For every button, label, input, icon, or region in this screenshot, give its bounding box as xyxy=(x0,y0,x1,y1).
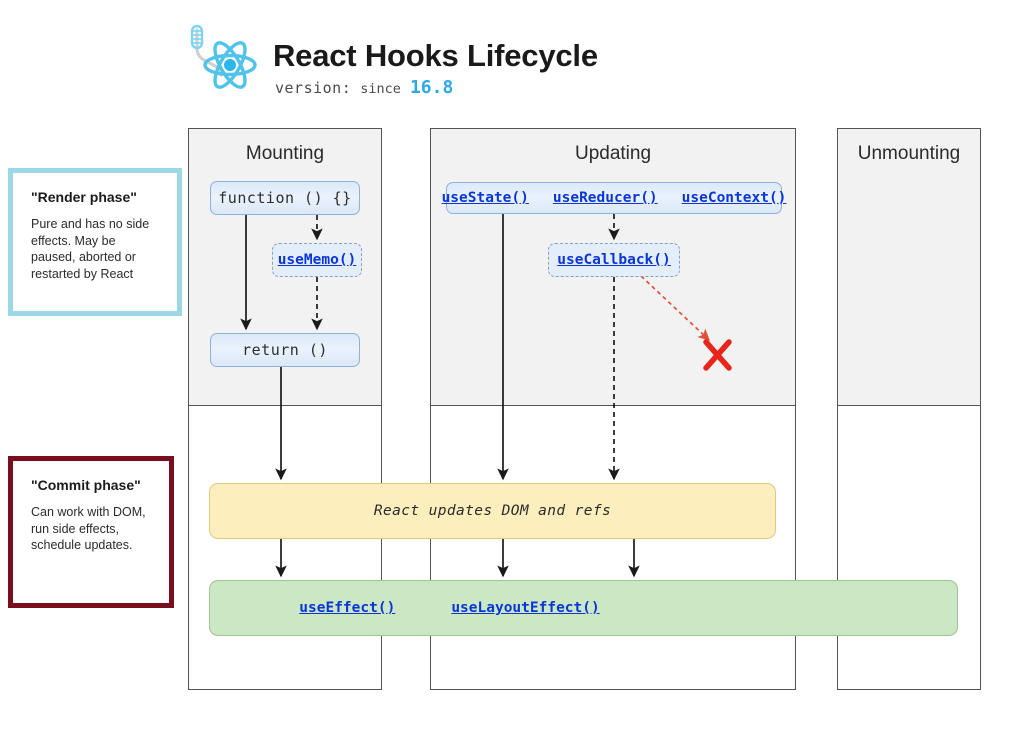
column-unmounting-title: Unmounting xyxy=(857,143,961,164)
node-function[interactable]: function () {} xyxy=(210,181,360,215)
usecallback-link[interactable]: useCallback() xyxy=(557,252,671,268)
usestate-link[interactable]: useState() xyxy=(441,190,529,206)
commit-phase-description: Can work with DOM, run side effects, sch… xyxy=(31,505,146,552)
node-state-hooks[interactable]: useState() useReducer() useContext() xyxy=(442,182,786,214)
node-function-label: function () {} xyxy=(218,189,352,207)
commit-phase-title: "Commit phase" xyxy=(31,477,141,493)
bar-effects: useEffect() useLayoutEffect() xyxy=(209,580,958,636)
bar-react-updates-dom-label: React updates DOM and refs xyxy=(373,503,612,519)
commit-phase-callout: "Commit phase" Can work with DOM, run si… xyxy=(8,456,174,608)
version-label: version: xyxy=(275,79,352,97)
render-phase-description: Pure and has no side effects. May be pau… xyxy=(31,217,150,281)
node-usecallback[interactable]: useCallback() xyxy=(548,243,680,277)
render-phase-title: "Render phase" xyxy=(31,189,137,205)
node-return-label: return () xyxy=(242,341,328,359)
uselayouteffect-link[interactable]: useLayoutEffect() xyxy=(451,600,600,616)
version-line: version: since 16.8 xyxy=(275,77,453,98)
column-mounting-title: Mounting xyxy=(245,143,325,164)
version-number: 16.8 xyxy=(409,77,454,98)
page-title: React Hooks Lifecycle xyxy=(273,38,598,73)
usecontext-link[interactable]: useContext() xyxy=(681,190,787,206)
node-usememo[interactable]: useMemo() xyxy=(272,243,362,277)
diagram-header: React Hooks Lifecycle version: since 16.… xyxy=(183,20,703,110)
column-unmounting-render-area: Unmounting xyxy=(837,128,981,406)
usememo-link[interactable]: useMemo() xyxy=(277,252,357,268)
useeffect-link[interactable]: useEffect() xyxy=(299,600,396,616)
version-since: since xyxy=(360,81,401,97)
column-updating-title: Updating xyxy=(574,143,652,164)
render-phase-callout: "Render phase" Pure and has no side effe… xyxy=(8,168,182,316)
react-hook-logo-icon xyxy=(183,22,271,102)
bar-react-updates-dom: React updates DOM and refs xyxy=(209,483,776,539)
node-return[interactable]: return () xyxy=(210,333,360,367)
usereducer-link[interactable]: useReducer() xyxy=(552,190,658,206)
